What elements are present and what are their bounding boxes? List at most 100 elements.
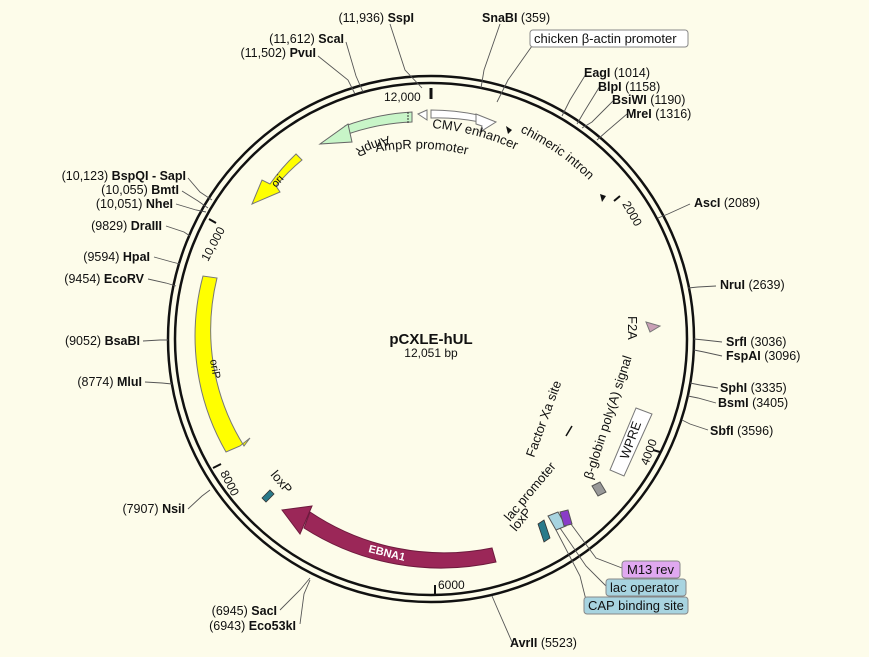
leader-blpi	[576, 85, 601, 125]
intron-start-marker	[506, 126, 512, 134]
site-label-avrii: AvrII (5523)	[510, 636, 577, 650]
tick-label-12000: 12,000	[384, 90, 421, 104]
leader-sbfi	[681, 419, 709, 431]
leader-srfi	[693, 338, 723, 343]
leader-scai	[345, 41, 364, 93]
factor-xa-marker	[565, 425, 573, 437]
site-label-eagi: EagI (1014)	[584, 66, 650, 80]
plasmid-length: 12,051 bp	[404, 346, 458, 360]
site-leaders	[142, 23, 723, 643]
site-label-sbfi: SbfI (3596)	[710, 424, 773, 438]
leader-nhei	[175, 203, 207, 213]
site-label-bsiwi: BsiWI (1190)	[612, 93, 685, 107]
leader-eagi	[561, 73, 587, 117]
intron-end-marker	[600, 194, 606, 202]
ebna1-arrow	[303, 511, 497, 569]
leader-chicken	[496, 45, 533, 103]
orip-label: oriP	[207, 358, 222, 379]
leader-avrii	[491, 595, 513, 643]
factor-xa-label: Factor Xa site	[523, 379, 565, 459]
leader-saci	[279, 577, 311, 611]
site-label-blpi: BlpI (1158)	[598, 80, 660, 94]
leader-nrui	[687, 285, 717, 289]
backbone-inner	[173, 81, 689, 597]
cap-box	[583, 596, 689, 615]
site-label-bspqi: (10,123) BspQI - SapI	[62, 169, 186, 183]
site-label-nrui: NruI (2639)	[720, 278, 785, 292]
leader-lacop	[559, 527, 607, 587]
leader-pvui	[317, 55, 356, 95]
ampr-promoter-label: AmpR promoter	[374, 137, 470, 158]
leader-bsiwi	[581, 99, 615, 129]
site-label-ecorv: (9454) EcoRV	[64, 272, 144, 286]
m13-rev-box	[621, 560, 681, 579]
site-label-eco53ki: (6943) Eco53kI	[209, 619, 296, 633]
leader-eco53ki	[299, 579, 311, 625]
site-label-snabi: SnaBI (359)	[482, 11, 550, 25]
ampr-head	[318, 123, 353, 145]
tick-label-6000: 6000	[438, 578, 465, 592]
leader-sphi	[689, 382, 719, 389]
site-label-sspi: (11,936) SspI	[338, 11, 414, 25]
tick-label-2000: 2000	[619, 199, 645, 229]
site-label-scai: (11,612) ScaI	[269, 32, 344, 46]
leader-bmti	[181, 190, 209, 209]
site-label-bsabi: (9052) BsaBI	[65, 334, 140, 348]
site-label-fspai: FspAI (3096)	[726, 349, 800, 363]
tick-4000	[652, 449, 661, 453]
leader-mlui	[144, 381, 173, 385]
site-labels: (11,936) SspI SnaBI (359) (11,612) ScaI …	[62, 11, 801, 650]
m13-marker	[559, 509, 573, 527]
leader-bspqi	[187, 177, 213, 201]
tick-2000	[613, 195, 621, 202]
leader-asci	[657, 203, 691, 219]
site-label-nsii: (7907) NsiI	[122, 502, 185, 516]
wpre-box	[609, 407, 653, 477]
site-label-bsmi: BsmI (3405)	[718, 396, 788, 410]
site-label-sphi: SphI (3335)	[720, 381, 787, 395]
center-title: pCXLE-hUL 12,051 bp	[389, 331, 472, 360]
lac-operator-label: lac operator	[610, 580, 679, 595]
leader-mrei	[596, 113, 628, 141]
ampr-arrow	[344, 111, 413, 135]
f2a-arrow	[645, 321, 662, 333]
site-label-mlui: (8774) MluI	[77, 375, 142, 389]
loxp-left-marker	[261, 489, 275, 503]
leader-cap	[555, 529, 587, 601]
ori-arrow	[251, 153, 303, 205]
f2a-label: F2A	[625, 316, 640, 340]
site-label-nhei: (10,051) NheI	[96, 197, 173, 211]
chicken-actin-box	[529, 29, 689, 48]
leader-m13	[567, 519, 623, 569]
leader-snabi	[480, 23, 501, 89]
leader-bsmi	[687, 395, 717, 404]
leader-fspai	[693, 349, 723, 357]
leader-bsabi	[142, 339, 168, 342]
site-label-mrei: MreI (1316)	[626, 107, 691, 121]
site-label-draiii: (9829) DraIII	[91, 219, 162, 233]
orip-arrow	[194, 275, 251, 453]
globin-marker	[591, 481, 607, 497]
cmv-enhancer-head	[475, 113, 498, 134]
cap-label: CAP binding site	[588, 598, 684, 613]
tick-10000	[208, 218, 217, 224]
plasmid-name: pCXLE-hUL	[389, 331, 472, 348]
leader-hpai	[153, 256, 181, 265]
site-label-saci: (6945) SacI	[212, 604, 277, 618]
site-label-asci: AscI (2089)	[694, 196, 760, 210]
leader-nsii	[187, 489, 211, 510]
intron-label: chimeric intron	[519, 121, 598, 182]
tick-label-10000: 10,000	[198, 224, 228, 263]
tick-label-8000: 8000	[217, 468, 242, 498]
leader-sspi	[389, 23, 423, 89]
site-label-bmti: (10,055) BmtI	[101, 183, 179, 197]
m13-rev-label: M13 rev	[627, 562, 674, 577]
site-label-srfi: SrfI (3036)	[726, 335, 786, 349]
loxp-right-marker	[537, 519, 551, 543]
site-label-hpai: (9594) HpaI	[83, 250, 150, 264]
chicken-actin-label: chicken β-actin promoter	[534, 31, 677, 46]
ampr-promoter-arrow	[416, 109, 428, 121]
site-label-pvui: (11,502) PvuI	[240, 46, 316, 60]
ebna1-head	[281, 505, 313, 535]
